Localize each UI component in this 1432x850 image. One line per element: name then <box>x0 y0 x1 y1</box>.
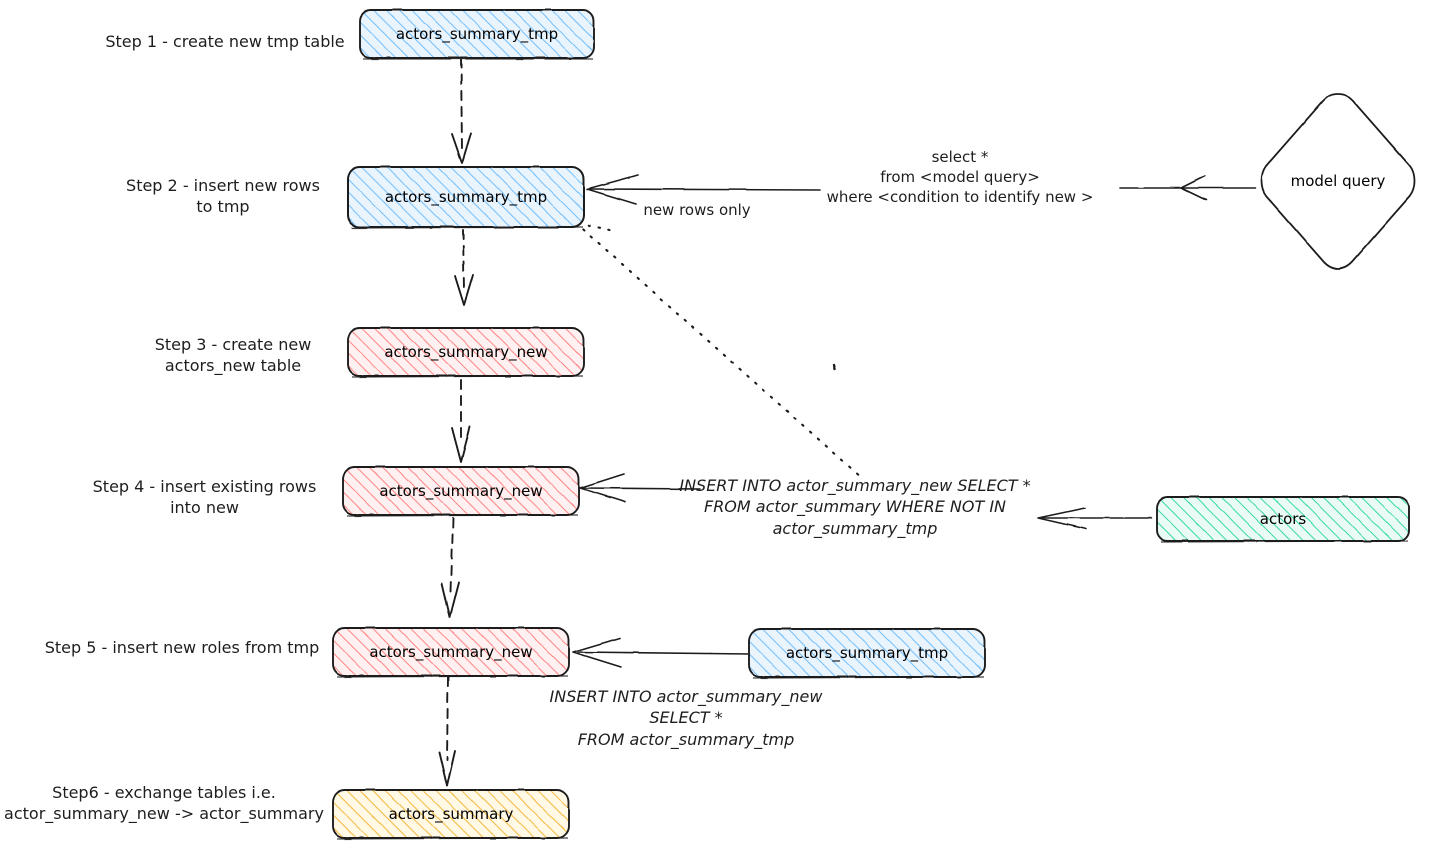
node-shape <box>1156 496 1410 543</box>
edge-step1-to-step2 <box>451 58 472 164</box>
node-tmp-step1[interactable]: actors_summary_tmp <box>357 7 597 61</box>
node-tmp-step2[interactable]: actors_summary_tmp <box>345 164 587 230</box>
node-new-step5[interactable]: actors_summary_new <box>330 625 572 679</box>
node-shape <box>748 628 986 679</box>
edge-model-query-to-tmp <box>586 174 1256 205</box>
edge-tmp-to-new-step5 <box>572 637 751 668</box>
edge-step5-to-step6 <box>438 676 456 787</box>
node-actors[interactable]: actors <box>1154 494 1412 544</box>
edge-label-insert-existing-sql: INSERT INTO actor_summary_new SELECT * F… <box>679 476 1031 538</box>
step-label-3: Step 3 - create new actors_new table <box>154 335 312 376</box>
edge-step4-to-step5 <box>441 517 460 618</box>
node-new-step4[interactable]: actors_summary_new <box>340 464 582 518</box>
step-label-5: Step 5 - insert new roles from tmp <box>44 638 320 657</box>
edge-label-new-rows-only: new rows only <box>643 201 751 219</box>
node-model-query[interactable]: model query <box>1253 88 1423 274</box>
node-shape <box>359 9 595 60</box>
step-label-2: Step 2 - insert new rows to tmp <box>126 176 320 217</box>
edge-step2-to-step3 <box>454 229 474 306</box>
edge-tmp-dotted-to-insert <box>573 220 864 480</box>
node-shape <box>332 789 570 840</box>
edge-label-insert-new-roles-sql: INSERT INTO actor_summary_new SELECT * F… <box>549 687 823 749</box>
node-shape-diamond <box>1260 93 1416 270</box>
node-shape <box>347 327 585 378</box>
node-shape <box>342 466 580 517</box>
edge-step3-to-step4 <box>451 379 471 463</box>
node-summary-step6[interactable]: actors_summary <box>330 787 572 841</box>
step-label-4: Step 4 - insert existing rows into new <box>92 477 317 518</box>
node-tmp-step5[interactable]: actors_summary_tmp <box>746 626 988 680</box>
ink-artifact-dot <box>832 363 837 371</box>
step-label-6: Step6 - exchange tables i.e. actor_summa… <box>4 783 324 824</box>
edge-label-model-query-sql: select * from <model query> where <condi… <box>826 148 1094 207</box>
step-label-1: Step 1 - create new tmp table <box>105 32 345 51</box>
edge-actors-to-new <box>579 473 1153 530</box>
node-shape <box>332 627 570 678</box>
node-shape <box>347 166 585 229</box>
node-new-step3[interactable]: actors_summary_new <box>345 325 587 379</box>
